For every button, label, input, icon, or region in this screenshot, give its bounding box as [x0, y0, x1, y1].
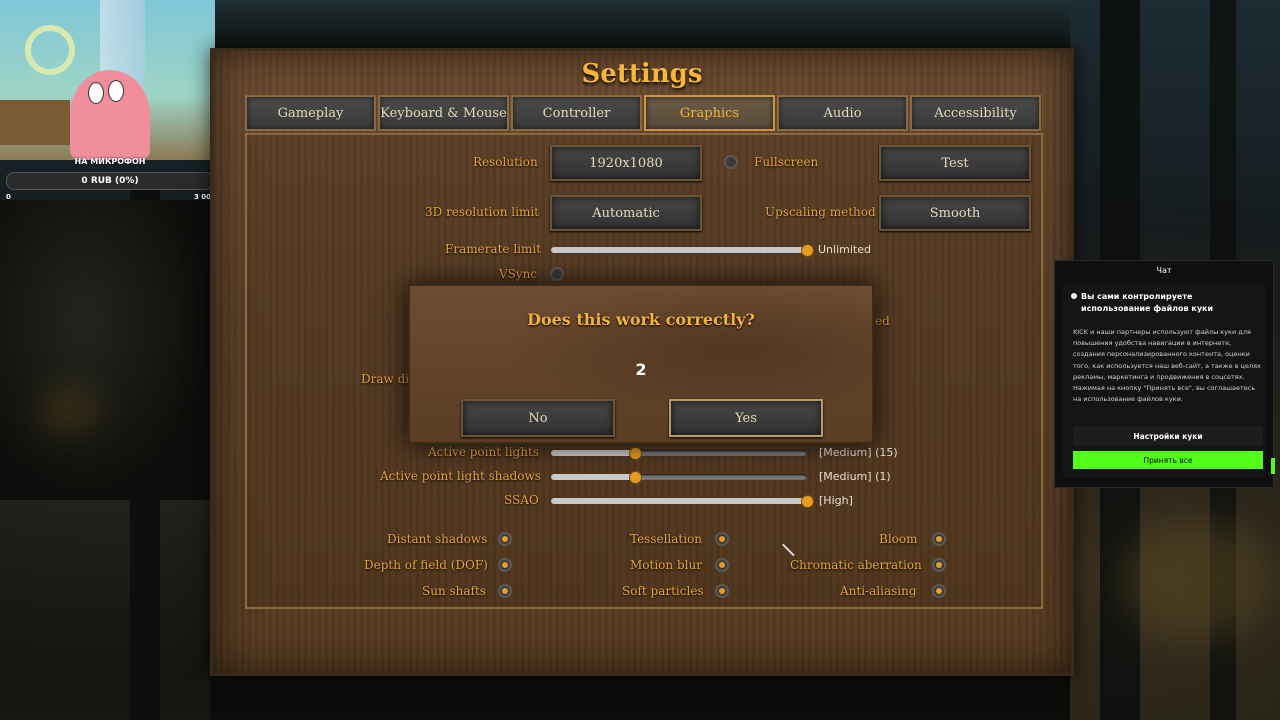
fence: [0, 100, 70, 145]
chat-side-indicator: [1271, 458, 1275, 474]
vsync-label: VSync: [499, 267, 538, 281]
bloom-label: Bloom: [879, 532, 918, 546]
webcam-overlay: [0, 0, 215, 160]
fullscreen-toggle[interactable]: [724, 155, 738, 169]
motion-blur-label: Motion blur: [630, 558, 702, 572]
point-light-shadows-label: Active point light shadows: [380, 469, 541, 483]
donation-max: 3 000: [194, 193, 216, 201]
motion-blur-toggle[interactable]: [715, 558, 729, 572]
chromatic-aberration-toggle[interactable]: [932, 558, 946, 572]
ssao-slider[interactable]: [551, 495, 814, 508]
ssao-label: SSAO: [504, 493, 539, 507]
point-light-shadows-slider-knob[interactable]: [629, 471, 643, 484]
point-light-shadows-value: [Medium] (1): [819, 470, 891, 483]
mic-label: НА МИКРОФОН: [74, 157, 146, 166]
point-lights-slider-knob[interactable]: [629, 447, 643, 460]
cookie-consent-box: Вы сами контролируете использование файл…: [1063, 283, 1265, 478]
dialog-question: Does this work correctly?: [527, 310, 755, 329]
tab-graphics[interactable]: Graphics: [644, 95, 775, 131]
bloom-toggle[interactable]: [932, 532, 946, 546]
res-limit-button[interactable]: Automatic: [550, 195, 702, 231]
chat-title: Чат: [1156, 266, 1172, 275]
tab-accessibility[interactable]: Accessibility: [910, 95, 1041, 131]
anti-aliasing-label: Anti-aliasing: [840, 584, 917, 598]
dof-toggle[interactable]: [498, 558, 512, 572]
point-light-shadows-slider[interactable]: [551, 471, 807, 484]
distant-shadows-label: Distant shadows: [387, 532, 488, 546]
ssao-value: [High]: [819, 494, 853, 507]
distant-shadows-toggle[interactable]: [498, 532, 512, 546]
ssao-slider-fill: [551, 498, 807, 504]
cookie-body: KICK и наши партнеры используют файлы ку…: [1073, 328, 1261, 404]
cookie-icon: [1071, 293, 1077, 299]
res-limit-label: 3D resolution limit: [425, 205, 539, 219]
tab-controller[interactable]: Controller: [511, 95, 642, 131]
ssao-slider-knob[interactable]: [801, 495, 814, 508]
tab-keyboard-mouse[interactable]: Keyboard & Mouse: [378, 95, 509, 131]
tessellation-toggle[interactable]: [715, 532, 729, 546]
upscaling-button[interactable]: Smooth: [879, 195, 1031, 231]
sun-shafts-toggle[interactable]: [498, 584, 512, 598]
accept-all-button[interactable]: Принять все: [1073, 451, 1263, 469]
patrick-character: [70, 70, 150, 160]
framerate-slider-knob[interactable]: [801, 244, 814, 257]
upscaling-label: Upscaling method: [765, 205, 876, 219]
chat-panel: Чат Вы сами контролируете использование …: [1054, 260, 1274, 488]
cookie-title: Вы сами контролируете использование файл…: [1081, 292, 1214, 313]
donation-text: 0 RUB (0%): [81, 176, 139, 186]
framerate-slider[interactable]: [551, 244, 814, 257]
point-lights-value: [Medium] (15): [819, 446, 898, 459]
cookie-settings-button[interactable]: Настройки куки: [1073, 427, 1263, 445]
sun-shafts-label: Sun shafts: [422, 584, 486, 598]
point-lights-slider-fill: [551, 450, 636, 456]
framerate-value: Unlimited: [818, 243, 871, 256]
confirm-dialog: Does this work correctly? 2 No Yes: [408, 284, 874, 444]
yes-button[interactable]: Yes: [669, 399, 823, 437]
settings-title: Settings: [581, 59, 703, 89]
tab-audio[interactable]: Audio: [777, 95, 908, 131]
vsync-toggle[interactable]: [550, 267, 564, 281]
chromatic-aberration-label: Chromatic aberration: [790, 558, 922, 572]
test-button[interactable]: Test: [879, 145, 1031, 181]
framerate-label: Framerate limit: [445, 242, 542, 256]
point-lights-label: Active point lights: [428, 445, 539, 459]
settings-tabs: Gameplay Keyboard & Mouse Controller Gra…: [245, 95, 1041, 131]
dialog-countdown: 2: [635, 360, 647, 379]
anti-aliasing-toggle[interactable]: [932, 584, 946, 598]
resolution-button[interactable]: 1920x1080: [550, 145, 702, 181]
tessellation-label: Tessellation: [630, 532, 703, 546]
point-light-shadows-slider-fill: [551, 474, 636, 480]
no-button[interactable]: No: [461, 399, 615, 437]
flower-decoration: [25, 25, 75, 75]
soft-particles-label: Soft particles: [622, 584, 704, 598]
draw-distance-label: Draw dis: [361, 372, 416, 386]
dof-label: Depth of field (DOF): [364, 558, 488, 572]
soft-particles-toggle[interactable]: [715, 584, 729, 598]
fullscreen-label: Fullscreen: [754, 155, 819, 169]
donation-min: 0: [6, 193, 11, 201]
tab-gameplay[interactable]: Gameplay: [245, 95, 376, 131]
resolution-label: Resolution: [473, 155, 538, 169]
donation-progress-bar: 0 RUB (0%): [6, 172, 214, 190]
point-lights-slider[interactable]: [551, 447, 807, 460]
hidden-setting-label: ed: [875, 314, 890, 328]
framerate-slider-fill: [551, 247, 807, 253]
